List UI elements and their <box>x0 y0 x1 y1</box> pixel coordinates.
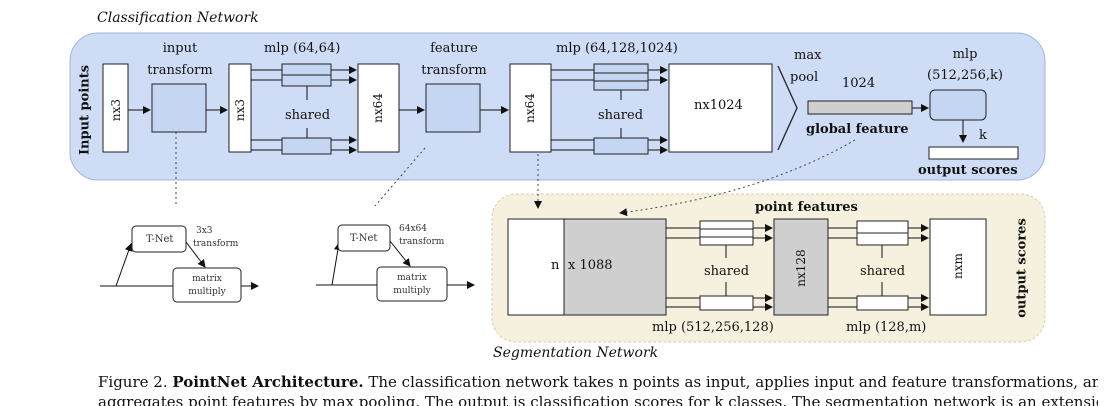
tnet-right-multiply-1: matrix <box>397 273 427 283</box>
mlp2-label: mlp (64,128,1024) <box>556 41 678 56</box>
seg-nx128-box <box>773 218 829 316</box>
mlp1-label: mlp (64,64) <box>264 41 341 56</box>
seg-shared-label-1: shared <box>704 264 750 279</box>
shared-label-2: shared <box>598 108 644 123</box>
mlp3-label-2: (512,256,k) <box>927 68 1003 83</box>
tnet-left-transform-2: transform <box>193 239 239 249</box>
seg-mlp1-label: mlp (512,256,128) <box>652 320 774 335</box>
input-transform-label-1: input <box>162 41 198 56</box>
global-feature-label: global feature <box>806 122 909 137</box>
tnet-left-graphic <box>100 225 259 303</box>
tnet-left-label: T-Net <box>146 234 174 245</box>
seg-mlp1-layer-top <box>699 220 754 246</box>
nx64-label-b: nx64 <box>523 93 537 123</box>
seg-nxm-box <box>929 218 987 316</box>
point-features-label: point features <box>755 200 858 215</box>
seg-n-box <box>507 218 565 316</box>
k-label: k <box>979 128 987 143</box>
seg-nx128-label: nx128 <box>794 249 808 287</box>
shared-label-1: shared <box>285 108 331 123</box>
figure-caption: Figure 2. PointNet Architecture. The cla… <box>98 372 1098 406</box>
mlp3-box <box>929 89 987 121</box>
tnet-right-transform-1: 64x64 <box>399 224 427 234</box>
segmentation-title: Segmentation Network <box>493 345 659 361</box>
classification-title: Classification Network <box>97 10 259 26</box>
input-transform-label-2: transform <box>147 63 213 78</box>
mlp1-layer-bottom <box>281 137 332 155</box>
seg-shared-label-2: shared <box>860 264 906 279</box>
seg-mlp1-layer-bottom <box>699 295 754 311</box>
seg-nxm-label: nxm <box>951 253 965 279</box>
seg-output-scores-label: output scores <box>1014 218 1030 318</box>
cls-output-bar <box>928 146 1019 160</box>
seg-mlp2-layer-bottom <box>856 295 909 311</box>
tnet-right-label: T-Net <box>350 233 378 244</box>
cls-output-scores-label: output scores <box>918 163 1018 178</box>
tnet-left-multiply-1: matrix <box>192 274 222 284</box>
seg-n-label: n <box>551 258 560 273</box>
global-dim-label: 1024 <box>842 76 876 91</box>
nx64-box-b <box>509 63 552 153</box>
nx1024-box <box>668 63 773 153</box>
mlp3-label-1: mlp <box>952 47 978 62</box>
tnet-right-transform-2: transform <box>399 237 445 247</box>
tnet-right-multiply-2: multiply <box>393 286 431 296</box>
mlp2-layer-top <box>593 63 649 91</box>
nx64-box-a <box>357 63 400 153</box>
seg-1088-label: x 1088 <box>568 258 613 273</box>
global-feature-bar <box>807 100 913 115</box>
caption-text: The classification network takes n point… <box>363 373 1098 391</box>
tnet-left-multiply-2: multiply <box>188 287 226 297</box>
mlp2-layer-bottom <box>593 137 649 155</box>
seg-mlp2-label: mlp (128,m) <box>846 320 927 335</box>
nx64-label-a: nx64 <box>371 93 385 123</box>
feature-transform-label-2: transform <box>421 63 487 78</box>
nx3-label-a: nx3 <box>109 98 123 122</box>
seg-1088-box <box>563 218 667 316</box>
tnet-left-transform-1: 3x3 <box>196 226 213 236</box>
input-transform-box <box>151 83 207 133</box>
pool-label: pool <box>790 70 819 85</box>
nx3-label-b: nx3 <box>233 98 247 122</box>
transformed-nx3-box <box>228 63 252 153</box>
feature-transform-label-1: feature <box>430 41 478 56</box>
feature-transform-box <box>425 83 481 133</box>
input-nx3-box <box>102 63 129 153</box>
caption-bold: PointNet Architecture. <box>172 373 364 391</box>
tnet-right-graphic <box>316 224 475 302</box>
caption-prefix: Figure 2. <box>98 373 173 391</box>
input-points-label: Input points <box>77 64 93 156</box>
max-label: max <box>794 48 822 63</box>
nx1024-label: nx1024 <box>694 98 743 113</box>
caption-line2: aggregates point features by max pooling… <box>98 393 1098 406</box>
